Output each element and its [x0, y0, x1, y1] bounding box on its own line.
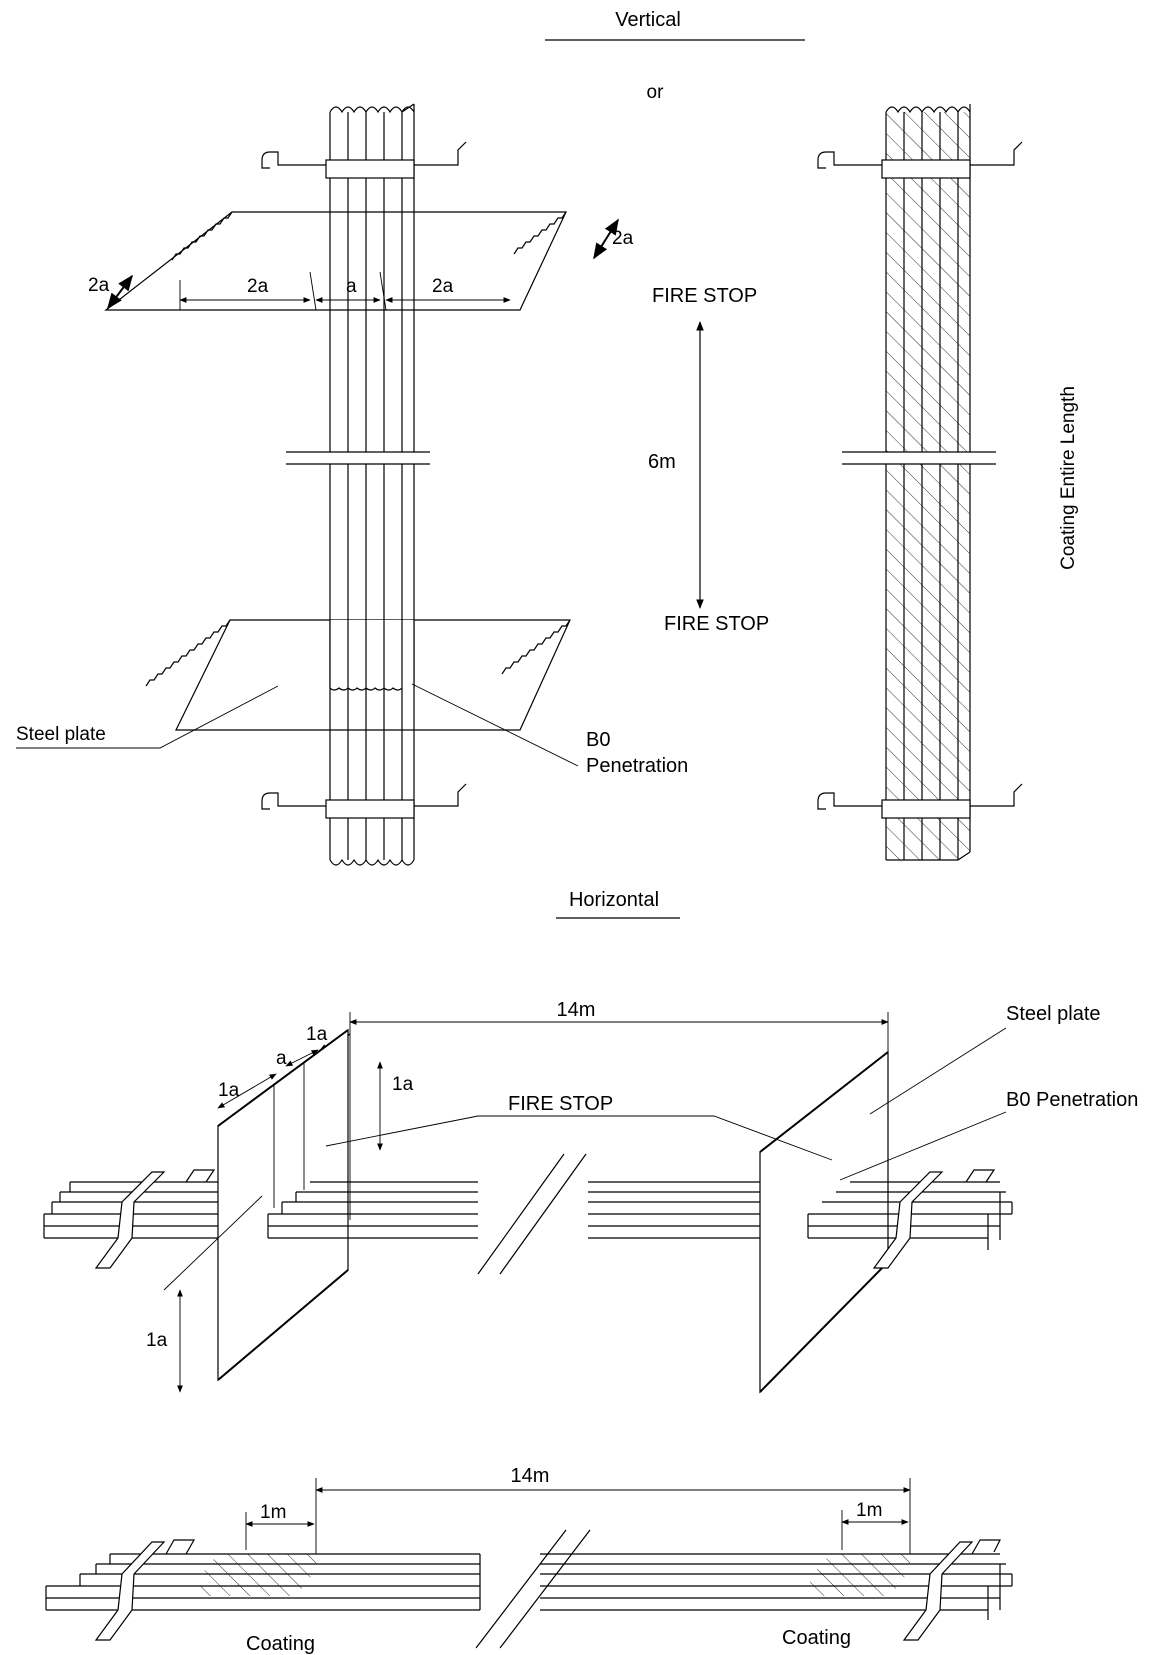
dim-a-horizontal: a	[276, 1048, 287, 1069]
or-label: or	[647, 82, 665, 103]
horizontal-b0-leader	[839, 1111, 1007, 1181]
fire-stop-bottom-label: FIRE STOP	[664, 613, 769, 635]
coating-entire-length-label: Coating Entire Length	[1058, 386, 1079, 570]
coating-length-right: 1m	[856, 1500, 882, 1521]
horizontal-right-steel-plate	[759, 1050, 889, 1394]
horizontal-left-steel-plate	[217, 1028, 349, 1382]
dim-2a-right: 2a	[612, 228, 634, 249]
dim-1a-left: 1a	[218, 1080, 240, 1101]
horizontal-coated-bundle: 14m 1m 1m	[45, 1465, 1013, 1655]
length-14m-bottom: 14m	[511, 1465, 550, 1487]
coating-length-left: 1m	[260, 1502, 286, 1523]
horizontal-b0-penetration-label: B0 Penetration	[1006, 1089, 1138, 1111]
vertical-heading: Vertical	[615, 9, 681, 31]
horizontal-fire-stop-leader	[325, 1115, 833, 1161]
coating-label-left: Coating	[246, 1633, 315, 1655]
horizontal-heading: Horizontal	[569, 889, 659, 911]
dim-2a-left: 2a	[88, 275, 110, 296]
coating-label-right: Coating	[782, 1627, 851, 1649]
horizontal-steel-plate-leader	[869, 1027, 1007, 1115]
length-14m-top: 14m	[557, 999, 596, 1021]
dim-1a-vertical: 1a	[392, 1074, 414, 1095]
horizontal-cable-bundle	[43, 1153, 1013, 1275]
dim-2a-mid-left: 2a	[247, 276, 269, 297]
steel-plate-leader	[16, 685, 279, 749]
b0-label-line2: Penetration	[586, 755, 688, 777]
vertical-cable-bundle-left	[261, 103, 467, 866]
horizontal-steel-plate-label: Steel plate	[1006, 1003, 1101, 1025]
horizontal-section: Horizontal 14m 1a a 1a 1a	[43, 889, 1138, 1655]
vertical-bottom-steel-plate	[145, 619, 571, 731]
b0-leader	[411, 683, 579, 767]
vertical-cable-bundle-coated	[817, 104, 1023, 861]
vertical-section: Vertical or	[16, 9, 1079, 866]
dim-2a-mid-right: 2a	[432, 276, 454, 297]
dim-a: a	[346, 276, 357, 297]
steel-plate-label: Steel plate	[16, 724, 106, 745]
vertical-fire-stop-plate: 2a 2a a 2a 2a	[88, 211, 634, 311]
dim-1a-bottom: 1a	[146, 1330, 168, 1351]
dim-1a-top: 1a	[306, 1024, 328, 1045]
horizontal-fire-stop-label: FIRE STOP	[508, 1093, 613, 1115]
length-6m: 6m	[648, 451, 676, 473]
fire-stop-top-label: FIRE STOP	[652, 285, 757, 307]
b0-label-line1: B0	[586, 729, 610, 751]
